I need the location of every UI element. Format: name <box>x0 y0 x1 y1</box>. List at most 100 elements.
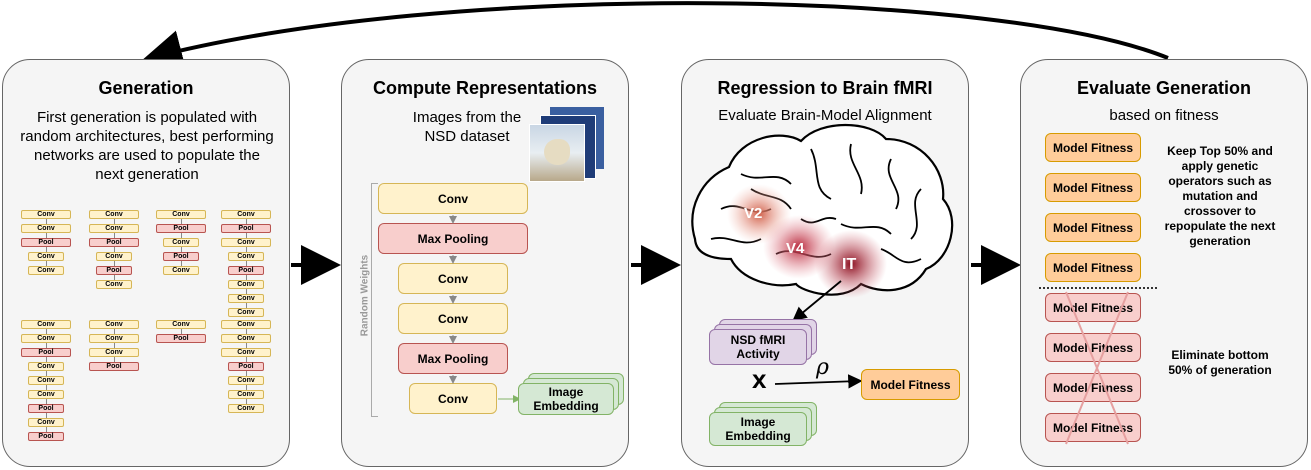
compute-connectors <box>448 214 521 403</box>
mini-conv-block: Conv <box>21 334 71 343</box>
mini-conv-block: Conv <box>228 404 264 413</box>
mini-connector <box>46 357 47 362</box>
mini-connector <box>46 219 47 224</box>
mini-connector <box>246 385 247 390</box>
mini-conv-block: Conv <box>228 390 264 399</box>
region-it: IT <box>842 256 857 273</box>
mini-connector <box>46 261 47 266</box>
mini-conv-block: Conv <box>89 320 139 329</box>
mini-conv-block: Conv <box>221 334 271 343</box>
mini-connector <box>246 289 247 294</box>
mini-conv-block: Conv <box>21 320 71 329</box>
rho-symbol: ρ <box>816 355 829 380</box>
mini-conv-block: Conv <box>221 210 271 219</box>
regression-title: Regression to Brain fMRI <box>717 78 933 98</box>
mini-connector <box>114 233 115 238</box>
generation-description: First generation is populated with rando… <box>20 109 274 183</box>
mini-conv-block: Conv <box>221 320 271 329</box>
fitness-keep-2: Model Fitness <box>1045 173 1141 202</box>
mini-conv-block: Conv <box>28 376 64 385</box>
compute-title: Compute Representations <box>372 78 598 98</box>
mini-connector <box>114 343 115 348</box>
random-weights-bracket <box>371 183 378 417</box>
mini-conv-block: Conv <box>163 266 199 275</box>
layer-conv-1: Conv <box>378 183 528 214</box>
bear-shape <box>544 139 570 165</box>
mini-conv-block: Conv <box>156 320 206 329</box>
fitness-keep-4: Model Fitness <box>1045 253 1141 282</box>
region-v4: V4 <box>786 240 805 257</box>
mini-conv-block: Conv <box>156 210 206 219</box>
mini-connector <box>246 261 247 266</box>
evaluate-subtitle: based on fitness <box>1109 107 1219 124</box>
nsd-images-label: Images from the NSD dataset <box>412 109 522 145</box>
generation-title: Generation <box>98 78 194 98</box>
mini-pool-block: Pool <box>28 404 64 413</box>
mini-connector <box>46 343 47 348</box>
mini-connector <box>246 399 247 404</box>
mini-connector <box>46 399 47 404</box>
mini-conv-block: Conv <box>89 334 139 343</box>
mini-pool-block: Pool <box>89 362 139 371</box>
mini-connector <box>46 385 47 390</box>
eliminate-cross <box>1064 291 1129 444</box>
regression-subtitle: Evaluate Brain-Model Alignment <box>718 107 932 124</box>
evaluate-panel: Evaluate Generation based on fitness Mod… <box>1020 59 1308 467</box>
mini-connector <box>246 275 247 280</box>
fitness-keep-3: Model Fitness <box>1045 213 1141 242</box>
evaluate-title: Evaluate Generation <box>1076 78 1252 98</box>
regression-model-fitness: Model Fitness <box>861 369 960 400</box>
mini-connector <box>114 275 115 280</box>
mini-connector <box>181 233 182 238</box>
mini-connector <box>46 329 47 334</box>
mini-conv-block: Conv <box>21 210 71 219</box>
mini-connector <box>46 413 47 418</box>
mini-connector <box>246 233 247 238</box>
keep-top-text: Keep Top 50% and apply genetic operators… <box>1164 144 1276 248</box>
brain-illustration <box>690 123 953 389</box>
mini-pool-block: Pool <box>163 252 199 261</box>
generation-panel: Generation First generation is populated… <box>2 59 290 467</box>
mini-connector <box>246 371 247 376</box>
mini-connector <box>46 371 47 376</box>
layer-maxpool-2: Max Pooling <box>398 343 508 374</box>
mini-connector <box>246 343 247 348</box>
mini-pool-block: Pool <box>221 224 271 233</box>
mini-connector <box>114 219 115 224</box>
mini-pool-block: Pool <box>228 266 264 275</box>
mini-conv-block: Conv <box>28 390 64 399</box>
layer-conv-4: Conv <box>409 383 497 414</box>
mini-conv-block: Conv <box>28 266 64 275</box>
mini-conv-block: Conv <box>96 252 132 261</box>
mini-connector <box>246 357 247 362</box>
polar-bear-image <box>529 124 585 182</box>
mini-conv-block: Conv <box>96 280 132 289</box>
mini-connector <box>246 219 247 224</box>
mini-connector <box>114 247 115 252</box>
mini-conv-block: Conv <box>21 224 71 233</box>
image-embedding: Image Embedding <box>518 383 614 415</box>
mini-conv-block: Conv <box>228 294 264 303</box>
mini-conv-block: Conv <box>163 238 199 247</box>
fitness-keep-1: Model Fitness <box>1045 133 1141 162</box>
mini-pool-block: Pool <box>156 334 206 343</box>
mini-connector <box>114 357 115 362</box>
mini-conv-block: Conv <box>28 252 64 261</box>
mini-pool-block: Pool <box>228 362 264 371</box>
mini-pool-block: Pool <box>21 238 71 247</box>
mini-conv-block: Conv <box>28 418 64 427</box>
mini-connector <box>46 427 47 432</box>
regression-panel: Regression to Brain fMRI Evaluate Brain-… <box>681 59 969 467</box>
mini-pool-block: Pool <box>28 432 64 441</box>
mini-connector <box>181 261 182 266</box>
mini-conv-block: Conv <box>228 376 264 385</box>
region-v2: V2 <box>744 205 763 222</box>
layer-conv-2: Conv <box>398 263 508 294</box>
compute-panel: Compute Representations Images from the … <box>341 59 629 467</box>
mini-conv-block: Conv <box>89 210 139 219</box>
mini-pool-block: Pool <box>96 266 132 275</box>
mini-connector <box>46 247 47 252</box>
mini-connector <box>246 329 247 334</box>
mini-conv-block: Conv <box>221 238 271 247</box>
